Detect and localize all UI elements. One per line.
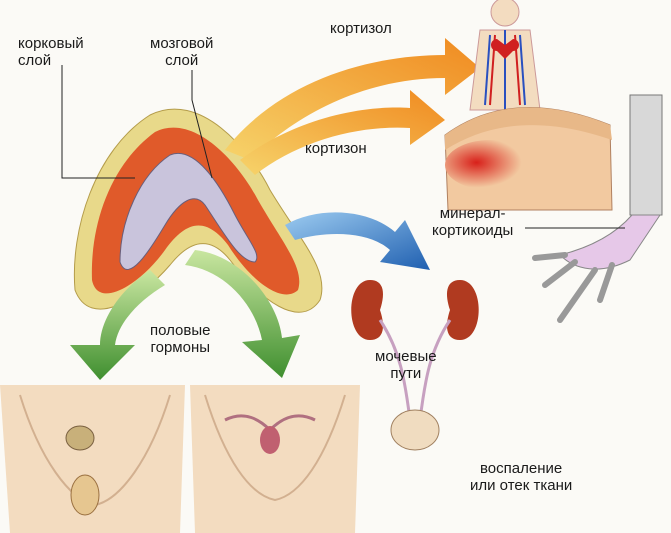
- cortex-label-line2: слой: [18, 52, 52, 69]
- skin-tissue-figure: [444, 107, 613, 211]
- urinary-tract-label: мочевые пути: [375, 348, 437, 382]
- cortisol-arrow: [225, 38, 480, 160]
- inflammation-label: воспаление или отек ткани: [470, 460, 572, 494]
- cortex-label: корковый слой: [18, 35, 84, 69]
- sex-hormones-label-line2: гормоны: [150, 339, 211, 356]
- cortisone-label: кортизон: [305, 140, 367, 157]
- bronchi-figure: [532, 94, 663, 323]
- adrenal-gland: [73, 108, 323, 313]
- inflammation-label-line1: воспаление: [480, 460, 563, 477]
- cortisone-arrow: [240, 90, 445, 175]
- urinary-tract-label-line1: мочевые: [375, 348, 437, 365]
- sex-hormones-label: половые гормоны: [150, 322, 211, 356]
- sex-hormone-arrow-left: [70, 270, 165, 380]
- sex-hormones-label-line1: половые: [150, 322, 211, 339]
- mineralocorticoids-label: минерал- кортикоиды: [432, 205, 513, 239]
- medulla-leader-line: [191, 70, 213, 179]
- sex-hormone-arrow-right: [185, 250, 300, 378]
- cortex-leader-line: [61, 65, 135, 179]
- male-pelvis-figure: [0, 385, 185, 533]
- mineralocorticoids-label-line2: кортикоиды: [432, 222, 514, 239]
- mineralocorticoids-label-line1: минерал-: [439, 205, 506, 222]
- cortisol-label: кортизол: [330, 20, 392, 37]
- inflammation-label-line2: или отек ткани: [470, 477, 573, 494]
- medulla-label-line2: слой: [165, 52, 199, 69]
- cortex-label-line1: корковый: [18, 35, 84, 52]
- urinary-system-figure: [351, 280, 479, 451]
- medulla-label-line1: мозговой: [150, 35, 214, 52]
- urinary-tract-label-line2: пути: [390, 365, 422, 382]
- female-pelvis-figure: [190, 385, 360, 533]
- circulatory-system-figure: [469, 0, 541, 111]
- mineralocorticoid-arrow: [285, 212, 430, 270]
- medulla-label: мозговой слой: [150, 35, 213, 69]
